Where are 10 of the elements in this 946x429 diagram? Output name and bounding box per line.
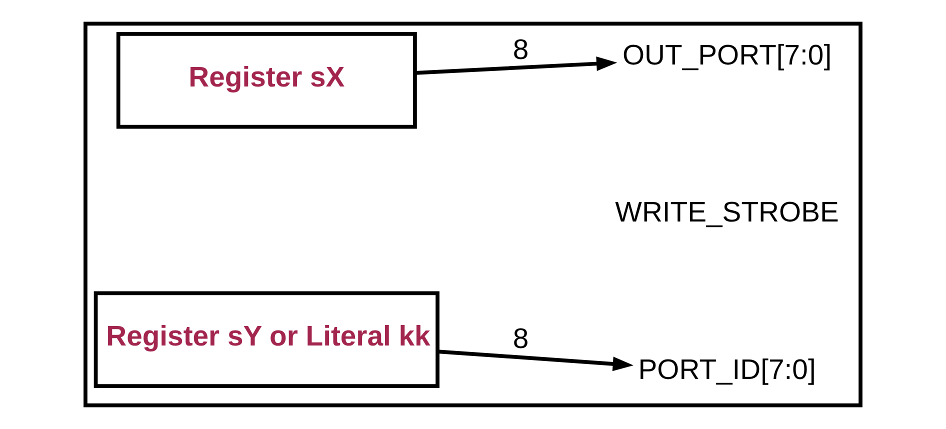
node-text: OUT_PORT[7:0]: [622, 39, 832, 72]
arrow: [415, 56, 618, 75]
node-box: Register sY or Literal kk: [94, 291, 440, 388]
node-text: PORT_ID[7:0]: [638, 354, 816, 386]
edge-label: 8: [512, 323, 529, 356]
cluster: [84, 22, 862, 408]
arrow: [438, 350, 634, 372]
node-box: Register sX: [116, 32, 417, 129]
label: WRITE_STROBE: [615, 196, 839, 229]
edge-label: 8: [512, 34, 529, 66]
